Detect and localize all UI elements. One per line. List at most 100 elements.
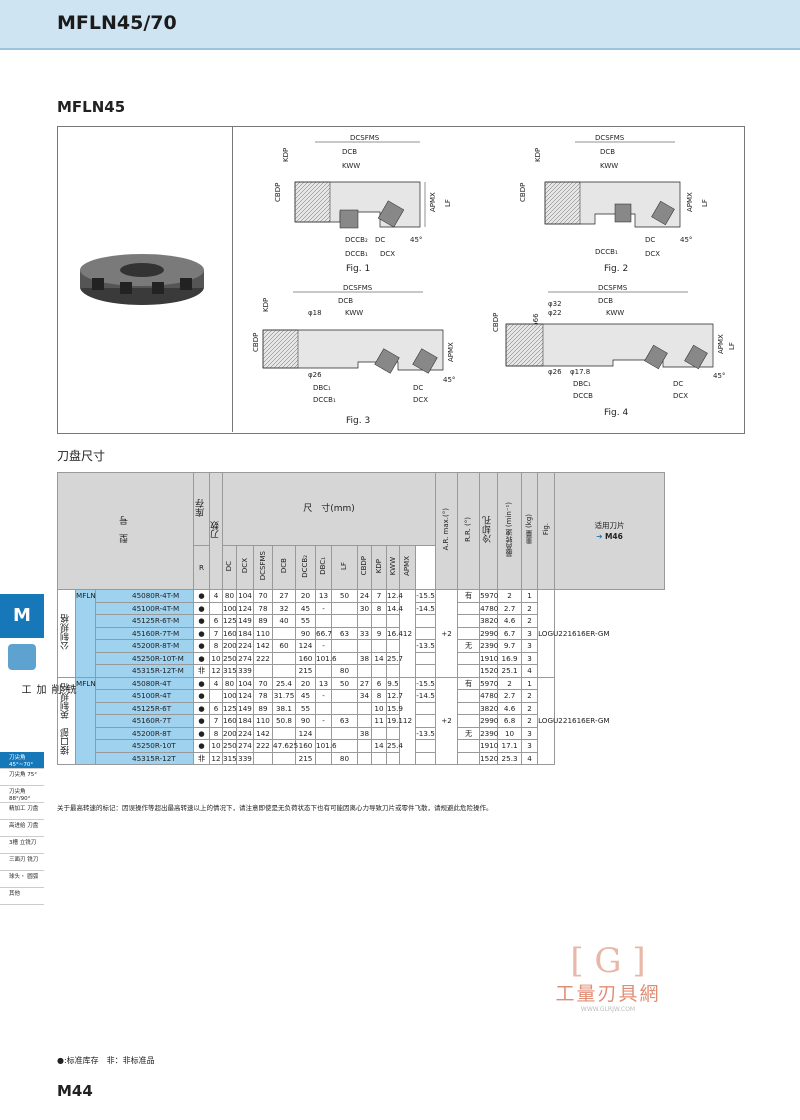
sidebar-item[interactable]: 刀尖角 45°~70°: [0, 752, 44, 769]
svg-text:KWW: KWW: [600, 162, 618, 170]
cell-dcx: 274: [236, 739, 254, 753]
sidebar-item[interactable]: 球头・ 圆弧: [0, 871, 44, 888]
sidebar-item[interactable]: 高进给 刀盘: [0, 820, 44, 837]
cell-dccb2: 124: [295, 726, 316, 740]
sidebar-item[interactable]: 3槽 立铣刀: [0, 837, 44, 854]
cell-dcx: 104: [236, 676, 254, 690]
cell-dcx: 124: [236, 689, 254, 703]
cell-dcsfms: 142: [253, 726, 273, 740]
col-header-insert: 适用刀片: [594, 521, 625, 530]
sidebar-item[interactable]: 精加工 刀盘: [0, 803, 44, 820]
cell-cbdp: 33: [357, 626, 372, 640]
cell-kww: 14.4: [386, 601, 404, 615]
cell-dbc1: 101.6: [315, 651, 337, 665]
svg-text:DCCB₁: DCCB₁: [345, 250, 368, 258]
cell-lf: 80: [331, 751, 358, 765]
cell-dbc1: 101.6: [315, 739, 337, 753]
cell-fig: 2: [521, 714, 539, 728]
cell-fig: 3: [521, 726, 539, 740]
cell-cbdp: [357, 664, 372, 678]
cell-kww: [386, 664, 400, 678]
cell-maxspeed: 3820: [479, 701, 499, 715]
svg-text:φ18: φ18: [308, 309, 322, 317]
svg-text:DC: DC: [375, 236, 385, 244]
cell-dbc1: [315, 701, 332, 715]
cell-cbdp: [357, 714, 372, 728]
cell-dcsfms: 142: [253, 639, 273, 653]
cell-weight: 9.7: [497, 639, 523, 653]
svg-text:φ26: φ26: [548, 368, 562, 376]
cutter-photo: [80, 254, 204, 305]
cell-maxspeed: 1910: [479, 651, 499, 665]
cell-lf: 80: [331, 664, 358, 678]
cell-fig: 2: [521, 689, 539, 703]
cell-cbdp: [357, 639, 372, 653]
cell-dc: 80: [222, 676, 237, 690]
sidebar-item[interactable]: 刀尖角 88°/90°: [0, 786, 44, 803]
insert-page-link[interactable]: ➔ M46: [596, 532, 623, 541]
cell-dbc1: 13: [315, 676, 332, 690]
col-dcsfms: DCSFMS: [258, 551, 267, 581]
cell-dcb: 27: [272, 589, 296, 603]
stock-mark: 非: [193, 664, 210, 678]
svg-text:APMX: APMX: [429, 192, 437, 212]
cell-dcsfms: 70: [253, 676, 273, 690]
col-header-weight: 重量 (kg): [525, 514, 534, 545]
col-header-maxspeed: 最高转速 (min⁻¹): [505, 501, 514, 558]
col-header-teeth: 刀数: [210, 520, 221, 539]
sidebar-item[interactable]: 三面刃 铣刀: [0, 854, 44, 871]
cell-ar: [414, 664, 437, 678]
cell-maxspeed: 4780: [479, 689, 499, 703]
teeth-count: 7: [209, 626, 223, 640]
svg-text:KDP: KDP: [282, 148, 290, 162]
page-number: M44: [57, 1082, 93, 1100]
col-dcx: DCX: [240, 558, 249, 574]
svg-text:45°: 45°: [680, 236, 692, 244]
sidebar-item[interactable]: 刀尖角 75°: [0, 769, 44, 786]
cell-rr: +2: [435, 589, 459, 678]
cell-dcx: 274: [236, 651, 254, 665]
svg-text:LF: LF: [701, 199, 709, 207]
cell-kdp: [371, 614, 387, 628]
model-code: 45250R-10T-M: [95, 651, 194, 665]
svg-text:DCCB: DCCB: [573, 392, 593, 400]
col-header-stock: 库存: [196, 498, 206, 517]
cell-maxspeed: 2990: [479, 714, 499, 728]
svg-text:KWW: KWW: [342, 162, 360, 170]
sidebar-item[interactable]: 其他: [0, 888, 44, 905]
group-side-label: 接口部 英制规格: [57, 676, 76, 765]
cell-maxspeed: 1520: [479, 751, 499, 765]
svg-text:CBDP: CBDP: [252, 333, 260, 352]
col-header-dims: 尺 寸(mm): [221, 472, 437, 546]
stock-mark: ●: [193, 639, 210, 653]
cell-kdp: 11: [371, 714, 387, 728]
teeth-count: [209, 601, 223, 615]
cell-maxspeed: 1910: [479, 739, 499, 753]
cell-dcsfms: 222: [253, 651, 273, 665]
fig-4-caption: Fig. 4: [604, 408, 629, 418]
svg-text:DCX: DCX: [413, 396, 428, 404]
cell-kww: [386, 639, 400, 653]
cell-fig: 3: [521, 626, 539, 640]
figure-panel: [57, 126, 745, 434]
fig-3-caption: Fig. 3: [346, 416, 371, 426]
cell-fig: 1: [521, 589, 539, 603]
cell-dc: 125: [222, 701, 237, 715]
svg-text:DBC₁: DBC₁: [573, 380, 591, 388]
cell-fig: 1: [521, 676, 539, 690]
cell-coolant: [457, 751, 481, 765]
col-dbc1: DBC₁: [319, 557, 327, 575]
cell-ar: -15.5: [414, 676, 437, 690]
svg-text:APMX: APMX: [686, 192, 694, 212]
cell-dccb2: 90: [295, 714, 316, 728]
cell-dcx: 339: [236, 664, 254, 678]
col-header-fig: Fig.: [541, 523, 550, 536]
cell-lf: [331, 639, 358, 653]
teeth-count: 10: [209, 651, 223, 665]
stock-mark: ●: [193, 689, 210, 703]
col-dcb: DCB: [279, 558, 288, 574]
cell-coolant: [457, 701, 481, 715]
cell-dcx: 184: [236, 714, 254, 728]
cell-coolant: 有: [457, 589, 481, 603]
